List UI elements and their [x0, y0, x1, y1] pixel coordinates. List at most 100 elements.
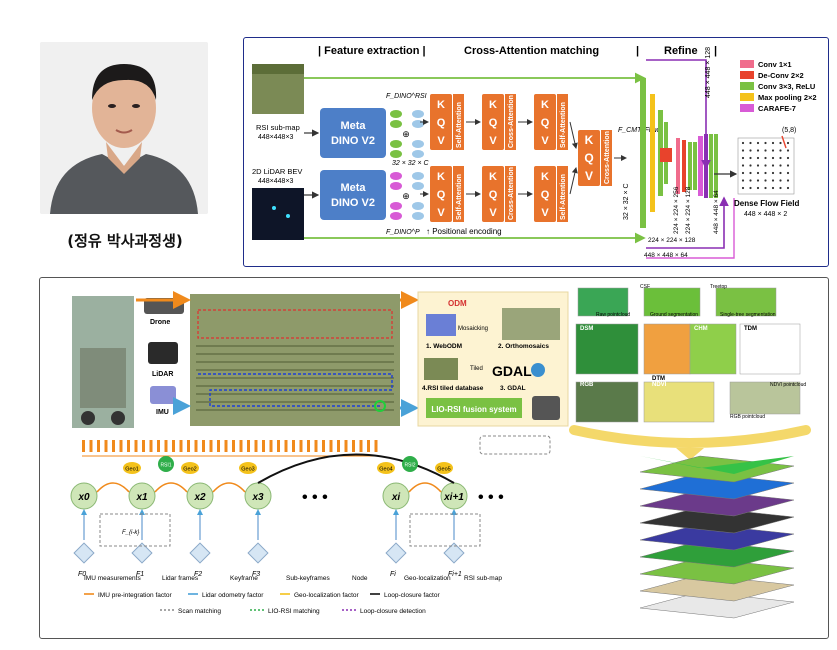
section-divider-right: |	[714, 45, 717, 57]
single-tree-label: Single-tree segmentation	[720, 312, 776, 318]
flow-dot	[756, 156, 760, 160]
refine-layer	[676, 138, 680, 194]
product-image	[575, 381, 639, 423]
lidar-icon	[148, 342, 178, 364]
kqv-block	[482, 94, 504, 150]
frame-label: Fi+1	[448, 571, 462, 578]
geo-label: Geo4	[379, 467, 392, 473]
product-image	[643, 323, 691, 375]
imu-preintegration-factor	[212, 482, 246, 493]
kqv-block	[430, 94, 452, 150]
stack-layer	[639, 523, 795, 551]
carafe-path-top	[646, 59, 711, 170]
dim-32-label: 32 × 32 × C	[623, 183, 630, 220]
feature-cmt-label: F_CMT^Flow	[618, 127, 660, 134]
flow-dot	[771, 171, 775, 175]
lidar-bev-image	[252, 188, 304, 240]
refine-layer	[640, 78, 646, 228]
input-bottom-label: 2D LiDAR BEV	[252, 167, 302, 176]
kqv-letter: V	[585, 169, 593, 183]
refine-layer	[660, 148, 672, 162]
attention-label: Cross-Attention	[508, 167, 515, 220]
token	[390, 150, 402, 158]
imu-bar	[172, 440, 175, 452]
attention-label: Self-Attention	[560, 174, 567, 220]
network-architecture-panel: | Feature extraction | Cross-Attention m…	[243, 37, 829, 267]
legend-row2-label: IMU pre-integration factor	[98, 592, 173, 599]
legend-row1-label: Node	[352, 575, 368, 582]
kqv-letter: K	[489, 99, 497, 111]
flow-dot	[786, 141, 790, 145]
legend-row3-label: LIO-RSI matching	[268, 608, 320, 615]
kqv-letter: V	[489, 207, 497, 219]
token	[412, 120, 424, 128]
imu-bar	[187, 440, 190, 452]
geo-localization	[181, 462, 199, 474]
orthomosaic-image	[502, 308, 560, 340]
tiled-label: Tiled	[470, 366, 483, 372]
gdal-globe-icon	[531, 363, 545, 377]
flow-dot	[771, 179, 775, 182]
imu-bar	[329, 440, 333, 452]
flow-field-dots	[741, 135, 790, 190]
flow-dot	[741, 186, 745, 190]
kqv-block	[430, 166, 452, 222]
ndvi-label: NDVI	[652, 382, 667, 388]
imu-bar	[104, 440, 108, 452]
flow-dot	[764, 171, 767, 175]
imu-bar	[89, 440, 93, 452]
imu-bar	[209, 440, 213, 452]
frame-label: F0	[78, 571, 86, 578]
kqv-letter: V	[437, 135, 445, 147]
legend-row2-label: Geo-localization factor	[294, 592, 360, 599]
output-size: 448 × 448 × 2	[744, 211, 787, 218]
attention-bar	[601, 130, 612, 186]
imu-bar	[292, 440, 295, 452]
imu-bar	[359, 440, 363, 452]
yellow-arc-arrow	[676, 448, 704, 460]
keyframe	[247, 542, 269, 564]
stack-layer	[639, 591, 795, 619]
ndvi-pc-label: NDVI pointcloud	[770, 382, 806, 388]
backbone-bottom	[320, 170, 386, 220]
robot-wheel-left	[81, 411, 95, 425]
dim-224-128b-label: 224 × 224 × 128	[648, 237, 696, 244]
imu-label: IMU	[156, 409, 169, 416]
kqv-block	[534, 166, 556, 222]
layer-stack	[639, 455, 795, 619]
flow-dot	[764, 156, 767, 160]
flow-dot	[779, 149, 782, 152]
token	[390, 140, 402, 148]
ellipsis: • • •	[302, 489, 328, 506]
dim-448-64-label: 448 × 448 × 64	[713, 190, 720, 234]
attention-label: Cross-Attention	[604, 131, 611, 184]
flow-dot	[779, 186, 782, 190]
imu-bar	[232, 440, 235, 452]
imu-bar	[224, 440, 228, 452]
flow-dot	[749, 186, 752, 190]
flow-dot	[771, 156, 775, 160]
legend-row2-label: Lidar odometry factor	[202, 592, 264, 599]
refine-layer	[688, 142, 692, 190]
flow-dot	[749, 156, 752, 160]
legend-row1-label: Lidar frames	[162, 575, 199, 582]
imu-bar	[262, 440, 265, 452]
kqv-letter: K	[541, 171, 549, 183]
attention-bar	[557, 166, 568, 222]
node-label: xi+1	[443, 492, 464, 503]
legend-swatch	[740, 71, 754, 79]
flow-dot	[786, 179, 790, 182]
legend-label: De-Conv 2×2	[758, 71, 804, 80]
section-divider-left: |	[636, 45, 639, 57]
input-bottom-size: 448×448×3	[258, 178, 294, 185]
token	[390, 110, 402, 118]
stack-layer	[639, 506, 795, 534]
imu-bar	[322, 440, 325, 452]
product-image	[643, 287, 701, 317]
imu-bar	[277, 440, 280, 452]
geo-label: Geo2	[183, 467, 196, 473]
legend-row3-label: Scan matching	[178, 608, 221, 615]
legend-row1-label: Keyframe	[230, 575, 258, 582]
profile-caption: (정유 박사과정생)	[67, 232, 183, 250]
